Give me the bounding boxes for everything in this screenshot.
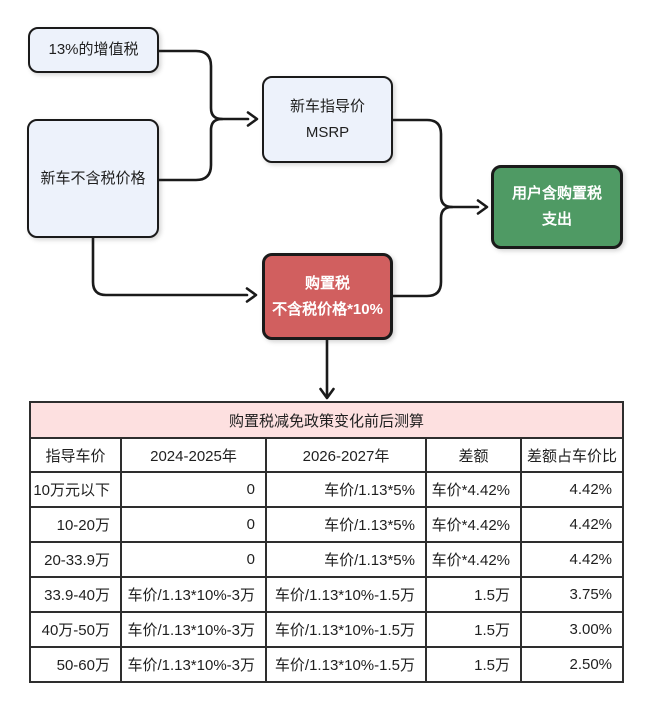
column-header: 2026-2027年 bbox=[265, 437, 427, 473]
connector-tax-to-user bbox=[391, 205, 454, 298]
purchase-tax-box-line2: 不含税价格*10% bbox=[272, 300, 383, 318]
table-cell: 3.00% bbox=[519, 611, 625, 648]
connector-pretax-to-tax bbox=[91, 236, 249, 297]
user-outlay-box-line1: 用户含购置税 bbox=[511, 185, 602, 202]
table-cell: 车价*4.42% bbox=[425, 541, 522, 578]
table-title: 购置税减免政策变化前后测算 bbox=[28, 401, 625, 439]
pretax-price-box: 新车不含税价格 bbox=[27, 119, 159, 238]
table-cell: 车价/1.13*10%-1.5万 bbox=[265, 576, 427, 613]
column-header: 指导车价 bbox=[29, 437, 122, 473]
column-header: 差额占车价比 bbox=[519, 437, 625, 473]
table-cell: 车价/1.13*10%-3万 bbox=[120, 611, 267, 648]
table-cell: 4.42% bbox=[519, 541, 625, 578]
table-cell: 4.42% bbox=[519, 506, 625, 543]
table-cell: 10万元以下 bbox=[29, 471, 122, 508]
table-cell: 1.5万 bbox=[425, 646, 522, 683]
table-cell: 50-60万 bbox=[29, 646, 122, 683]
table-cell: 33.9-40万 bbox=[29, 576, 122, 613]
table-cell: 10-20万 bbox=[29, 506, 122, 543]
table-cell: 4.42% bbox=[519, 471, 625, 508]
purchase-tax-box-line1: 购置税 bbox=[304, 274, 350, 292]
vat-box: 13%的增值税 bbox=[28, 27, 159, 73]
arrowhead-into-table bbox=[319, 387, 335, 400]
arrowhead-into-user bbox=[476, 199, 489, 215]
table-cell: 3.75% bbox=[519, 576, 625, 613]
table-cell: 车价*4.42% bbox=[425, 471, 522, 508]
table-cell: 车价/1.13*5% bbox=[265, 471, 427, 508]
table-cell: 40万-50万 bbox=[29, 611, 122, 648]
purchase-tax-box: 购置税 不含税价格*10% bbox=[262, 253, 393, 340]
user-outlay-box-line2: 支出 bbox=[541, 211, 572, 228]
vat-box-label: 13%的增值税 bbox=[48, 41, 139, 58]
msrp-box-line2: MSRP bbox=[305, 123, 350, 141]
table-cell: 2.50% bbox=[519, 646, 625, 683]
msrp-box-line1: 新车指导价 bbox=[289, 97, 365, 115]
connector-pretax-to-msrp bbox=[157, 117, 224, 182]
connector-msrp-to-user bbox=[391, 118, 480, 209]
table-cell: 0 bbox=[120, 506, 267, 543]
table-cell: 车价/1.13*5% bbox=[265, 506, 427, 543]
pretax-price-box-label: 新车不含税价格 bbox=[40, 169, 146, 187]
msrp-box: 新车指导价 MSRP bbox=[262, 76, 393, 163]
table-cell: 1.5万 bbox=[425, 576, 522, 613]
connector-vat-to-msrp bbox=[157, 49, 250, 121]
arrowhead-into-tax bbox=[245, 287, 258, 303]
table-cell: 车价/1.13*10%-1.5万 bbox=[265, 611, 427, 648]
column-header: 2024-2025年 bbox=[120, 437, 267, 473]
table-cell: 车价*4.42% bbox=[425, 506, 522, 543]
table-cell: 车价/1.13*5% bbox=[265, 541, 427, 578]
table-cell: 20-33.9万 bbox=[29, 541, 122, 578]
table-cell: 车价/1.13*10%-3万 bbox=[120, 646, 267, 683]
table-cell: 车价/1.13*10%-3万 bbox=[120, 576, 267, 613]
table-cell: 0 bbox=[120, 471, 267, 508]
table-cell: 0 bbox=[120, 541, 267, 578]
table-cell: 车价/1.13*10%-1.5万 bbox=[265, 646, 427, 683]
table-cell: 1.5万 bbox=[425, 611, 522, 648]
column-header: 差额 bbox=[425, 437, 522, 473]
table-title-row: 购置税减免政策变化前后测算 bbox=[28, 401, 625, 439]
user-outlay-box: 用户含购置税 支出 bbox=[491, 165, 623, 249]
arrowhead-into-msrp bbox=[246, 111, 259, 127]
